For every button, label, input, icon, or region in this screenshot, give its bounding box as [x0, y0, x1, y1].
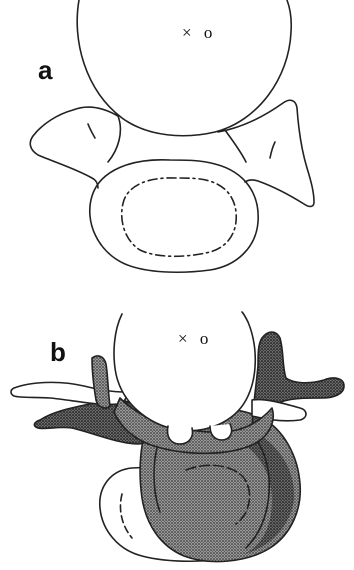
panel-a-left-process-mark [88, 124, 95, 138]
panel-a-lamina-left [108, 116, 120, 162]
panel-a-vertebral-body [90, 160, 258, 272]
panel-b-label: b [50, 339, 66, 365]
panel-a-marker: × o [182, 24, 216, 41]
panel-b-right-white-process [252, 400, 306, 421]
panel-a-inner-outline [122, 178, 237, 256]
panel-a [30, 0, 314, 272]
panel-a-lamina-right [225, 130, 246, 162]
panel-a-right-process-mark [270, 142, 275, 158]
panel-b-marker: × o [178, 330, 212, 347]
panel-a-circle [77, 0, 291, 136]
panel-a-right-process [218, 100, 314, 206]
panel-a-label: a [38, 57, 52, 83]
panel-b-notch-left [168, 426, 193, 444]
